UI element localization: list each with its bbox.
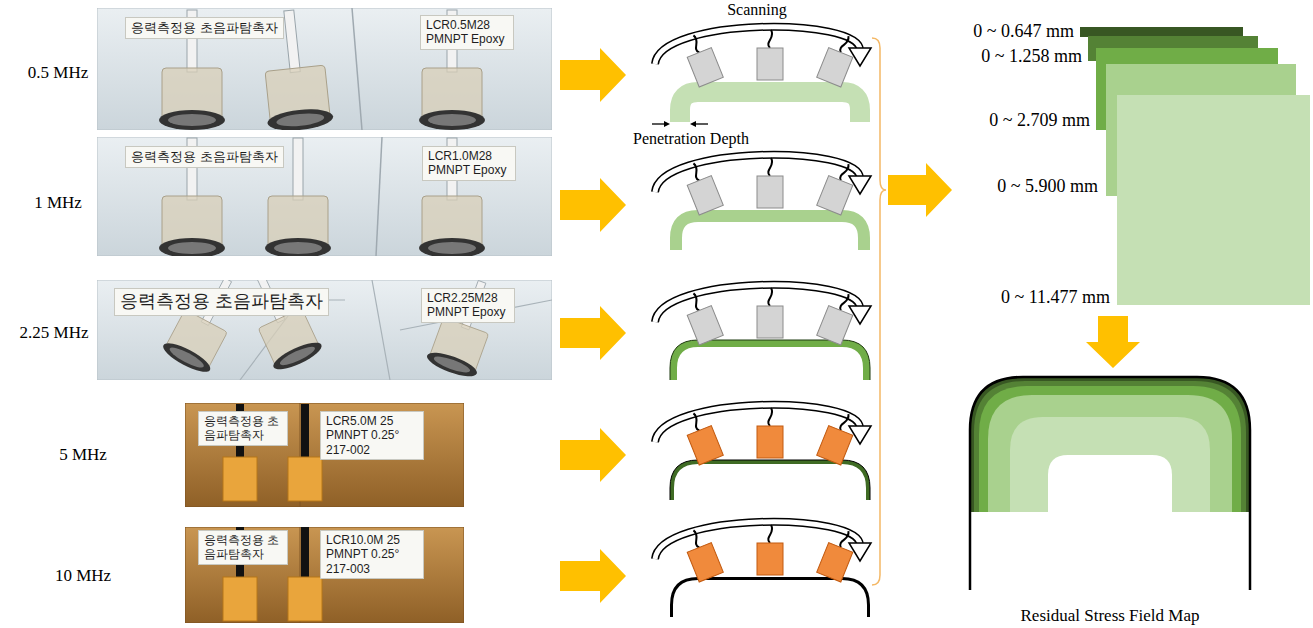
scan-schematic-part [670, 340, 870, 380]
transducer-photo-part [97, 280, 552, 380]
block-arrow-part [560, 178, 626, 232]
scan-schematic-part [680, 92, 860, 122]
depth-range-label: 0 ~ 11.477 mm [1001, 288, 1110, 308]
scan-schematic-part [672, 579, 869, 618]
depth-range-label: 0 ~ 1.258 mm [981, 47, 1082, 67]
scan-schematic-part [695, 123, 708, 124]
stress-field-map-part [970, 377, 1250, 590]
transducer-photo [185, 527, 464, 623]
block-arrow-part [560, 549, 626, 603]
block-arrow [560, 48, 1140, 603]
scan-schematic [655, 155, 871, 250]
stress-field-map-part [1048, 455, 1172, 513]
depth-layer-stack-part [1117, 95, 1310, 305]
probe-sticker: LCR0.5M28 PMNPT Epoxy [420, 15, 514, 50]
probe-sticker: 응력측정용 초음파탐촉자 [198, 530, 288, 565]
scan-schematic-part [757, 158, 783, 208]
scan-schematic-part [817, 289, 860, 345]
scan-schematic [655, 405, 871, 500]
transducer-photo-part [376, 137, 382, 256]
scan-schematic-part [680, 526, 723, 582]
block-arrow-part [560, 428, 626, 482]
scan-schematic-part [672, 462, 868, 500]
scan-schematic-part [817, 31, 860, 87]
frequency-label: 10 MHz [55, 567, 111, 586]
probe-sticker: 응력측정용 초음파탐촉자 [125, 17, 284, 39]
block-arrow-part [560, 48, 626, 102]
scan-schematic [652, 27, 871, 127]
scan-schematic-part [757, 288, 783, 338]
scan-schematic-part [680, 409, 723, 465]
sticker-text: 응력측정용 초음파탐촉자 [120, 291, 323, 313]
transducer-photo-part [288, 527, 322, 621]
penetration-depth-label: Penetration Depth [633, 130, 749, 148]
scanning-label: Scanning [727, 1, 787, 19]
stress-field-map-part [988, 395, 1232, 512]
scan-schematic-part [690, 121, 696, 127]
probe-sticker: 응력측정용 초음파탐촉자 [114, 288, 329, 316]
probe-sticker: LCR5.0M 25 PMNPT 0.25° 217-002 [320, 411, 424, 460]
stress-field-map-part [970, 377, 1250, 512]
probe-sticker: LCR10.0M 25 PMNPT 0.25° 217-003 [320, 530, 424, 579]
map-caption: Residual Stress Field Map [1021, 607, 1200, 626]
scan-schematic [655, 285, 871, 380]
block-arrow-part [1086, 316, 1140, 368]
stress-field-map-part [974, 381, 1246, 512]
transducer-photo-part [352, 8, 362, 130]
depth-range-label: 0 ~ 0.647 mm [973, 22, 1074, 42]
sticker-text: 응력측정용 초음파탐촉자 [131, 20, 278, 36]
probe-sticker: LCR1.0M28 PMNPT Epoxy [422, 146, 516, 181]
scan-schematic-part [680, 31, 723, 87]
stress-field-map-part [979, 386, 1241, 512]
stress-field-map [970, 377, 1250, 590]
scan-schematic-part [680, 289, 723, 345]
probe-sticker: 응력측정용 초음파탐촉자 [198, 411, 288, 446]
scan-schematic-part [680, 159, 723, 215]
probe-sticker: LCR2.25M28 PMNPT Epoxy [421, 288, 515, 323]
scan-schematic-part [817, 159, 860, 215]
scan-schematic-part [757, 30, 783, 80]
scan-schematic-part [817, 409, 860, 465]
depth-layer-stack-part [1080, 27, 1243, 37]
sticker-text: LCR10.0M 25 PMNPT 0.25° 217-003 [326, 533, 418, 576]
scan-schematic-part [676, 216, 864, 250]
transducer-photo [185, 403, 464, 507]
block-arrow-part [560, 306, 626, 360]
scan-schematic-part [817, 526, 860, 582]
sticker-text: LCR1.0M28 PMNPT Epoxy [428, 149, 510, 178]
sticker-text: 응력측정용 초음파탐촉자 [131, 149, 278, 165]
stress-field-map-part [1010, 417, 1210, 512]
bracket [872, 38, 886, 585]
transducer-photo-part [288, 404, 322, 501]
frequency-label: 2.25 MHz [20, 324, 89, 343]
scan-schematic-part [674, 344, 867, 381]
scan-schematic-part [670, 460, 870, 500]
depth-range-label: 0 ~ 5.900 mm [997, 177, 1098, 197]
scan-schematic-part [757, 408, 783, 458]
probe-sticker: 응력측정용 초음파탐촉자 [125, 146, 284, 168]
frequency-label: 5 MHz [59, 446, 107, 465]
transducer-photo [97, 280, 552, 380]
sticker-text: LCR0.5M28 PMNPT Epoxy [426, 18, 508, 47]
frequency-label: 1 MHz [34, 194, 82, 213]
scan-schematic-part [664, 121, 670, 127]
depth-layer-stack [1080, 27, 1310, 305]
transducer-photo [97, 8, 552, 130]
frequency-label: 0.5 MHz [28, 64, 88, 83]
sticker-text: LCR5.0M 25 PMNPT 0.25° 217-002 [326, 414, 418, 457]
depth-range-label: 0 ~ 2.709 mm [989, 111, 1090, 131]
scan-schematic [655, 522, 871, 617]
sticker-text: 응력측정용 초음파탐촉자 [204, 414, 282, 443]
scan-schematic-part [757, 525, 783, 575]
transducer-photo-part [185, 403, 464, 507]
transducer-photo [97, 137, 552, 256]
sticker-text: 응력측정용 초음파탐촉자 [204, 533, 282, 562]
scan-schematic-part [652, 123, 665, 124]
sticker-text: LCR2.25M28 PMNPT Epoxy [427, 291, 509, 320]
block-arrow-part [888, 163, 952, 217]
